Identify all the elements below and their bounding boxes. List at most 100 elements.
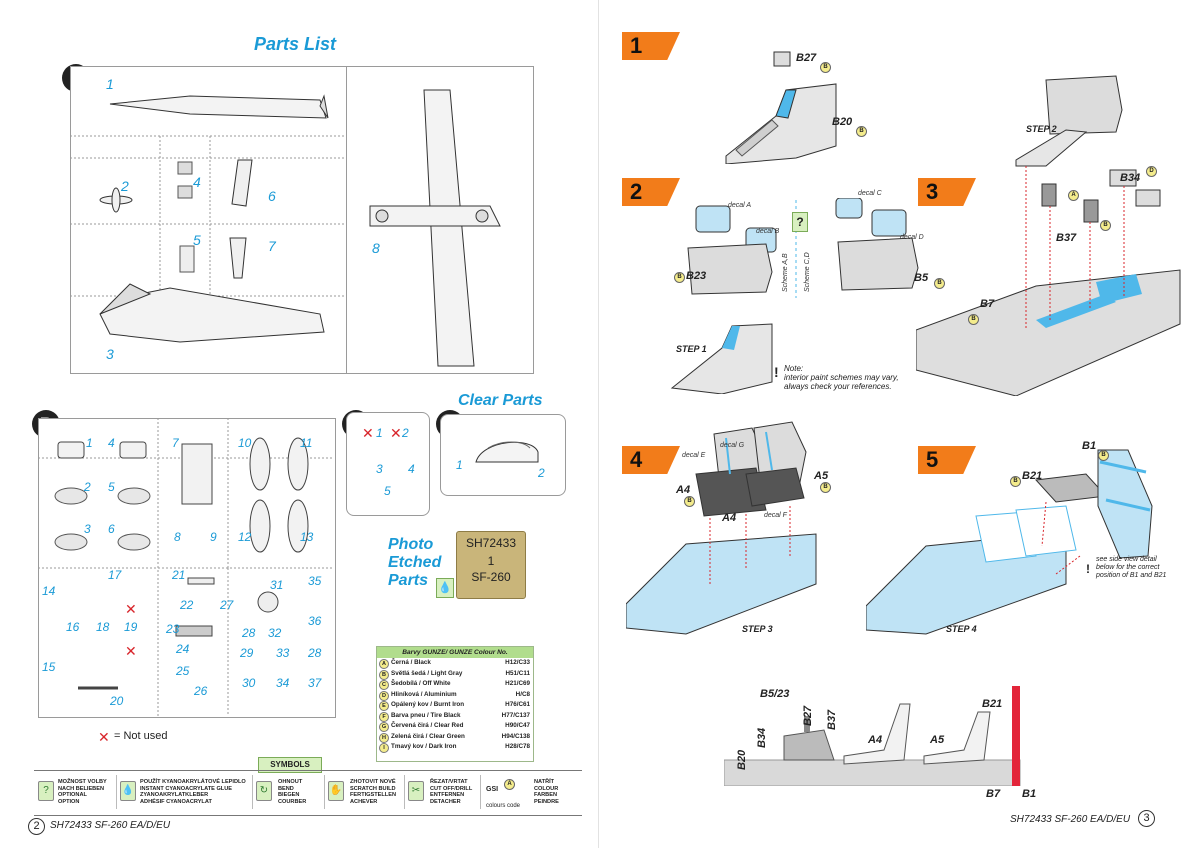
step-2-drawing xyxy=(670,198,919,394)
label-b5: B5 xyxy=(914,272,929,284)
label-b23: B23 xyxy=(686,270,707,282)
side-label-a5: A5 xyxy=(930,734,945,746)
note-line: below for the correct xyxy=(1096,564,1160,571)
symbol-line: ACHEVER xyxy=(350,798,378,805)
colour-b-badge: B xyxy=(674,272,685,283)
glue-drop-icon: 💧 xyxy=(120,781,136,801)
symbol-line: ŘEZAT/VRTAT xyxy=(430,779,468,785)
label-decal-f: decal F xyxy=(764,512,787,519)
label-decal-g: decal G xyxy=(720,442,745,449)
optional-icon: ? xyxy=(792,212,808,232)
colour-name: Šedobílá / Off White xyxy=(391,680,451,687)
part-b27-number: 27 xyxy=(220,598,234,612)
part-f1-number: 1 xyxy=(456,458,463,472)
note-line: Note: xyxy=(784,364,804,373)
colour-number: H94/C138 xyxy=(501,732,530,740)
warning-icon: ! xyxy=(774,364,779,380)
symbol-line: FERTIGSTELLEN xyxy=(350,792,396,799)
colour-b-badge: B xyxy=(1100,220,1111,231)
label-b1: B1 xyxy=(1082,440,1097,452)
part-a8-number: 8 xyxy=(372,240,380,256)
side-label-b5-23: B5/23 xyxy=(760,688,790,700)
label-decal-e: decal E xyxy=(682,452,706,459)
colour-code-badge: I xyxy=(379,743,389,753)
colours-code-caption: colours code xyxy=(486,803,521,809)
colour-b-badge: B xyxy=(820,482,831,493)
page-divider xyxy=(598,0,599,848)
symbol-line: MOŽNOST VOLBY xyxy=(58,779,107,785)
colour-b-badge: B xyxy=(934,278,945,289)
colour-code-badge: F xyxy=(379,711,389,722)
side-label-b37: B37 xyxy=(826,709,838,730)
label-step-1-ref: STEP 1 xyxy=(676,344,707,354)
colour-name: Tmavý kov / Dark Iron xyxy=(391,743,457,750)
step-1-drawing xyxy=(725,51,837,164)
colour-number: H12/C33 xyxy=(505,659,530,666)
symbol-separator xyxy=(404,775,405,809)
part-d2-number: 2 xyxy=(402,426,409,440)
part-b36-number: 36 xyxy=(308,614,322,628)
side-view-note: see side view detail below for the corre… xyxy=(1096,556,1166,580)
pe-title-line3: Parts xyxy=(388,572,429,589)
colour-b-badge: B xyxy=(856,126,867,137)
colour-a-badge: A xyxy=(1068,190,1079,201)
part-b21-number: 21 xyxy=(172,568,186,582)
part-b10-number: 10 xyxy=(238,436,252,450)
symbol-colour-text: NATŘÍT COLOUR FARBEN PEINDRE xyxy=(534,779,559,805)
sprue-f-frame xyxy=(440,414,566,496)
label-b20: B20 xyxy=(832,116,853,128)
step-3-drawing xyxy=(916,75,1181,396)
colour-number: H/C8 xyxy=(515,690,530,698)
step-2-flag: 2 xyxy=(622,178,680,206)
symbol-glue-text: POUŽÍT KYANOAKRYLÁTOVÉ LEPIDLO INSTANT C… xyxy=(140,779,246,805)
clear-parts-title: Clear Parts xyxy=(458,392,543,409)
label-b21: B21 xyxy=(1022,470,1043,482)
part-a2-number: 2 xyxy=(121,178,129,194)
part-b32-number: 32 xyxy=(268,626,282,640)
part-b13-number: 13 xyxy=(300,530,314,544)
page-number-left: 2 xyxy=(28,818,45,835)
part-a7-number: 7 xyxy=(268,238,276,254)
photo-etched-fret: SH72433 1 SF-260 xyxy=(456,531,526,599)
colour-code-badge: H xyxy=(379,732,389,743)
part-b29-number: 29 xyxy=(240,646,254,660)
parts-list-title: Parts List xyxy=(254,34,337,54)
page-number-right: 3 xyxy=(1138,810,1155,827)
glue-icon: 💧 xyxy=(436,578,454,598)
symbol-scratch-build-text: ZHOTOVIT NOVÉ SCRATCH BUILD FERTIGSTELLE… xyxy=(350,779,396,805)
part-b14-number: 14 xyxy=(42,584,56,598)
side-view-drawing xyxy=(724,686,1021,786)
note-line: see side view detail xyxy=(1096,556,1157,563)
fret-number: 1 xyxy=(487,554,495,568)
step-5-flag: 5 xyxy=(918,446,976,474)
symbol-line: BEND xyxy=(278,785,294,792)
symbol-cut-text: ŘEZAT/VRTAT CUT OFF/DRILL ENTFERNEN DETA… xyxy=(430,779,472,805)
side-label-b27: B27 xyxy=(802,705,814,726)
symbol-line: OPTION xyxy=(58,798,80,805)
symbol-line: OHNOUT xyxy=(278,779,303,785)
colour-b-badge: B xyxy=(1010,476,1021,487)
symbol-line: COLOUR xyxy=(534,785,559,792)
part-b3-number: 3 xyxy=(84,522,91,536)
bend-icon: ↻ xyxy=(256,781,272,801)
not-used-mark: ✕ xyxy=(125,601,137,617)
symbol-line: SCRATCH BUILD xyxy=(350,785,396,792)
part-d1-number: 1 xyxy=(376,426,383,440)
part-b22-number: 22 xyxy=(180,598,194,612)
step-3-number: 3 xyxy=(926,179,939,204)
side-label-b7: B7 xyxy=(986,788,1001,800)
symbol-line: INSTANT CYANOACRYLATE GLUE xyxy=(140,785,232,792)
sprue-b-drawing xyxy=(38,418,334,716)
part-d3-number: 3 xyxy=(376,462,383,476)
part-b16-number: 16 xyxy=(66,620,80,634)
part-b4-number: 4 xyxy=(108,436,115,450)
part-d4-number: 4 xyxy=(408,462,415,476)
colour-b-badge: B xyxy=(684,496,695,507)
